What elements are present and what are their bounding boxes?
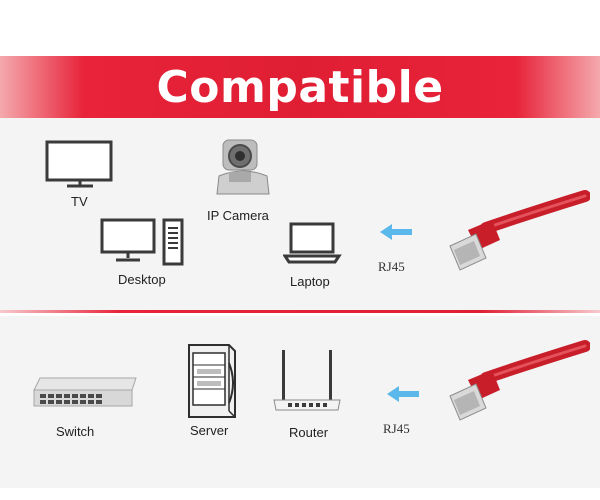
switch-label: Switch: [56, 424, 95, 439]
desktop-icon: [100, 218, 188, 268]
rj45-label-top: RJ45: [378, 259, 405, 274]
switch-icon: [30, 376, 140, 410]
ip-camera-label: IP Camera: [207, 208, 269, 223]
arrow-left-icon: [378, 222, 414, 242]
server-label: Server: [190, 423, 229, 438]
router-label: Router: [289, 425, 329, 440]
laptop-icon: [283, 222, 343, 264]
laptop-label: Laptop: [290, 274, 330, 289]
router-icon: [272, 348, 342, 414]
desktop-label: Desktop: [118, 272, 166, 287]
compatible-banner: Compatible: [0, 56, 600, 118]
tv-label: TV: [71, 194, 88, 209]
section-divider: [0, 310, 600, 313]
tv-icon: [45, 140, 115, 190]
arrow-left-icon-bottom: [385, 384, 421, 404]
banner-title: Compatible: [156, 61, 444, 113]
ethernet-cable-icon-bottom: [440, 338, 590, 438]
ethernet-cable-icon: [440, 188, 590, 288]
ip-camera-icon: [213, 136, 273, 198]
rj45-label-bottom: RJ45: [383, 421, 410, 436]
server-icon: [183, 343, 239, 419]
